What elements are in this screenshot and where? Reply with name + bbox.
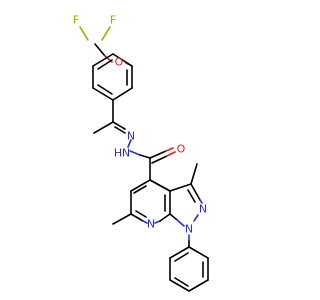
bond-c-n1-a <box>112 121 126 130</box>
bond-pz3 <box>193 214 199 222</box>
bond-c-n1-b <box>114 126 126 134</box>
bond-pz1 <box>169 183 192 192</box>
bond-pz2-n <box>199 199 203 204</box>
bond-ring2 <box>112 87 133 101</box>
bond-co-a <box>149 150 167 159</box>
atom-n1-pyrazole: N <box>185 223 193 236</box>
bond-py3-n <box>142 220 148 224</box>
bond-py3 <box>130 213 144 222</box>
bond-ph-inner2 <box>174 277 189 287</box>
atom-n2-pyrazole: N <box>199 203 207 216</box>
bond-pz-fused <box>149 179 171 192</box>
atom-labels: F F O N N H O N N N <box>73 14 207 236</box>
bond-f2-c <box>79 26 89 41</box>
bond-ring5 <box>92 53 114 67</box>
atom-h-amide: H <box>114 147 122 160</box>
atom-n-pyridine: N <box>147 218 155 231</box>
atom-f1: F <box>110 14 116 27</box>
bond-ring-inner3 <box>97 59 113 70</box>
bond-py4-n <box>154 220 161 224</box>
bond-ring3 <box>92 87 114 101</box>
bond-co-a-red <box>165 147 174 152</box>
bond-n2-carbonyl <box>139 154 151 159</box>
structure-canvas: F F O N N H O N N N <box>73 14 209 292</box>
atom-o-ether: O <box>115 56 124 69</box>
bond-co-b-red <box>166 151 176 157</box>
bond-pz2-inner <box>187 189 196 203</box>
atom-n-amide: N <box>122 147 130 160</box>
bond-py-inner2 <box>135 210 147 218</box>
bond-ring6 <box>112 53 133 67</box>
bond-methyl3 <box>112 213 132 225</box>
bond-ph6 <box>169 246 190 259</box>
atom-f2: F <box>73 14 79 27</box>
bond-ph3 <box>188 279 209 292</box>
bond-py1 <box>130 179 151 192</box>
bond-ph1 <box>188 246 209 259</box>
bond-f1-c <box>101 26 111 41</box>
bond-pz4-n <box>175 218 185 227</box>
bond-n2-carbonyl-n <box>129 150 141 156</box>
atom-o-carbonyl: O <box>177 143 186 156</box>
bond-methyl2 <box>190 163 198 185</box>
bond-py-inner1 <box>133 185 147 194</box>
bond-co-b <box>151 155 168 164</box>
molecule-structure: F F O N N H O N N N <box>73 14 209 292</box>
bond-methyl1 <box>93 121 114 134</box>
bond-c-o1 <box>94 43 106 57</box>
bond-pz2 <box>190 183 201 201</box>
bond-pz4 <box>169 213 177 220</box>
bond-ph-inner3 <box>174 252 189 262</box>
bond-ring-inner2 <box>97 84 113 95</box>
bond-py4 <box>159 213 171 222</box>
atom-n-imine: N <box>127 130 135 143</box>
bond-ph4 <box>169 279 190 292</box>
bond-n1-n2 <box>127 139 132 148</box>
bonds <box>79 26 209 292</box>
